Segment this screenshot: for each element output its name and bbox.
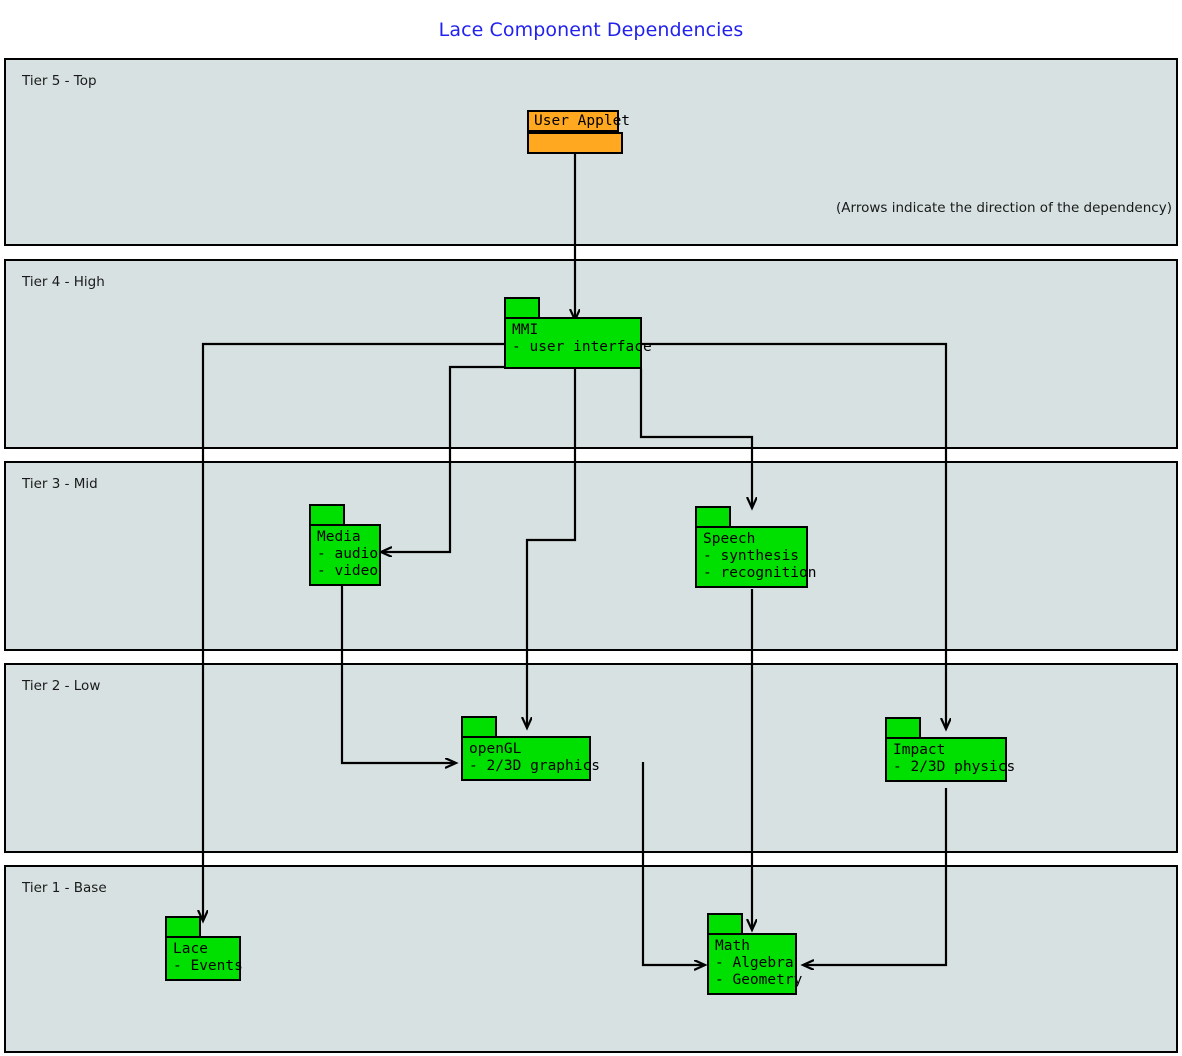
node-impact-label: Impact - 2/3D physics [885, 737, 1015, 782]
node-mmi-tab [504, 297, 540, 319]
tier-label-tier-2: Tier 2 - Low [22, 678, 101, 694]
page-title: Lace Component Dependencies [438, 19, 744, 41]
node-opengl[interactable]: openGL - 2/3D graphics [461, 716, 600, 781]
node-impact[interactable]: Impact - 2/3D physics [885, 717, 1015, 782]
node-media[interactable]: Media - audio - video [309, 504, 381, 586]
node-impact-tab [885, 717, 921, 739]
node-opengl-label: openGL - 2/3D graphics [461, 736, 600, 781]
node-user-applet-body [527, 132, 623, 154]
node-opengl-tab [461, 716, 497, 738]
tier-panel-tier-1: Tier 1 - Base [4, 865, 1178, 1053]
tier-label-tier-5: Tier 5 - Top [22, 73, 97, 89]
node-lace-tab [165, 916, 201, 938]
legend-note: (Arrows indicate the direction of the de… [836, 200, 1172, 216]
node-user-applet-label: User Applet [527, 110, 630, 132]
node-math-tab [707, 913, 743, 935]
node-math-label: Math - Algebra - Geometry [707, 933, 802, 995]
tier-panel-tier-3: Tier 3 - Mid [4, 461, 1178, 651]
node-speech-tab [695, 506, 731, 528]
node-speech-label: Speech - synthesis - recognition [695, 526, 817, 588]
node-speech[interactable]: Speech - synthesis - recognition [695, 506, 817, 588]
node-mmi[interactable]: MMI - user interface [504, 297, 652, 369]
tier-label-tier-4: Tier 4 - High [22, 274, 105, 290]
tier-label-tier-3: Tier 3 - Mid [22, 476, 98, 492]
node-lace[interactable]: Lace - Events [165, 916, 243, 981]
node-media-label: Media - audio - video [309, 524, 381, 586]
tier-label-tier-1: Tier 1 - Base [22, 880, 107, 896]
node-lace-label: Lace - Events [165, 936, 243, 981]
node-media-tab [309, 504, 345, 526]
node-math[interactable]: Math - Algebra - Geometry [707, 913, 802, 995]
tier-panel-tier-4: Tier 4 - High [4, 259, 1178, 449]
node-mmi-label: MMI - user interface [504, 317, 652, 369]
node-user-applet[interactable]: User Applet [527, 110, 630, 154]
